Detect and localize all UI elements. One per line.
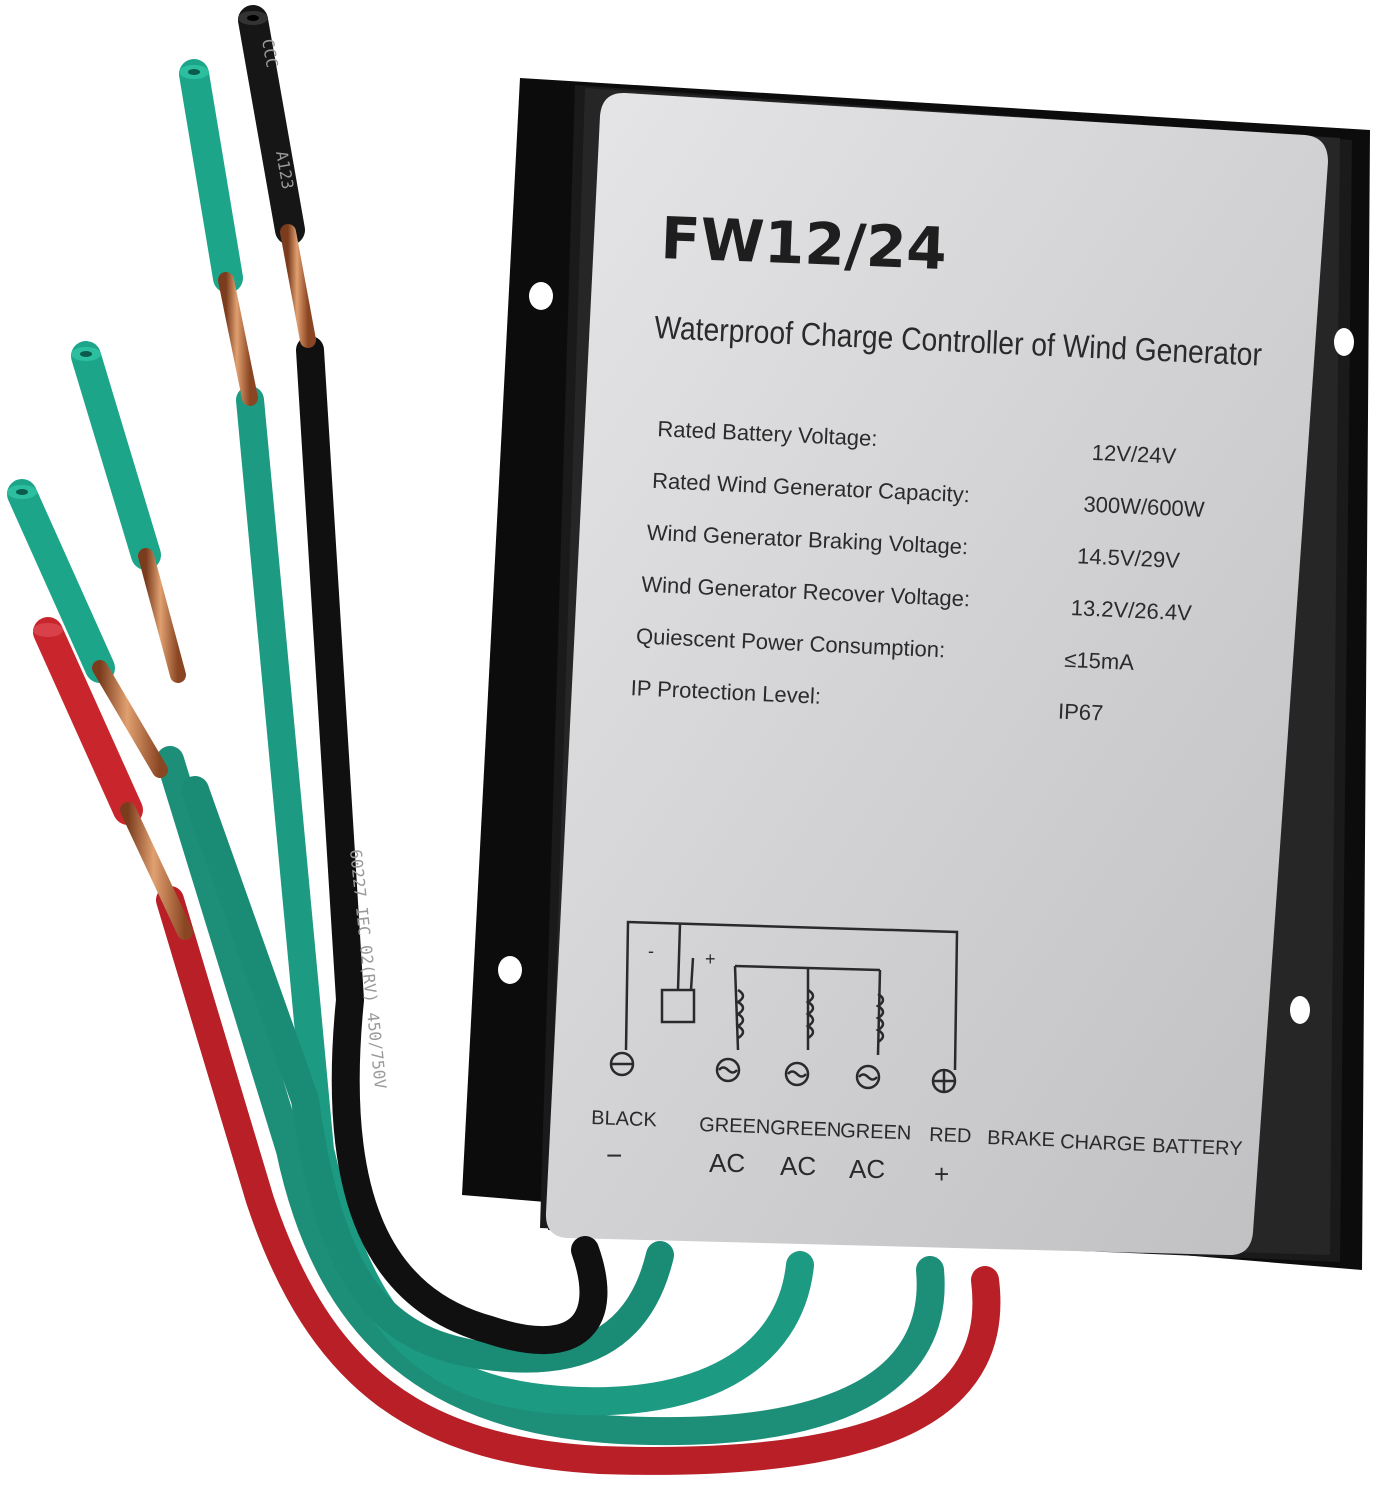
terminal-ac-symbol [784,1061,810,1087]
green-wire [156,746,945,1446]
terminal-sign: AC [780,1151,816,1181]
mounting-hole [1290,996,1310,1024]
terminal-label: BLACK [591,1107,658,1131]
terminal-label: GREEN [699,1114,771,1138]
sleeve-marking-top: CCC [258,37,282,69]
spec-value: 13.2V/26.4V [1070,595,1192,625]
terminal-ac-symbol [855,1064,881,1090]
diagram-plus-sign: + [705,949,716,969]
diagram-box [660,988,696,1024]
green-wire [181,776,674,1373]
indicator-label: BATTERY [1152,1135,1243,1160]
terminal-label: RED [929,1124,972,1147]
spec-value: 12V/24V [1091,440,1177,469]
indicator-label: BRAKE [987,1127,1056,1151]
diagram-minus-sign: - [648,941,654,961]
terminal-minus-symbol [609,1051,635,1077]
terminal-sign: − [606,1140,622,1171]
terminal-plus-symbol [931,1068,957,1094]
label-plate [545,92,1328,1256]
red-wire [156,886,1001,1475]
terminal-ac-symbol [715,1057,741,1083]
terminal-sign: + [934,1159,949,1189]
mounting-hole [529,282,553,310]
terminal-sign: AC [709,1148,745,1178]
wiring-diagram [624,920,959,1071]
terminal-labels: BLACK − GREEN AC GREEN AC GREEN AC RED +… [591,1107,1243,1189]
spec-value: ≤15mA [1064,647,1135,675]
black-wire [296,336,608,1354]
spec-value: IP67 [1058,699,1104,726]
terminal-sign: AC [849,1154,885,1184]
spec-value: 300W/600W [1083,492,1205,522]
bottom-wires [156,336,1001,1475]
terminal-label: GREEN [770,1117,842,1141]
indicator-label: CHARGE [1060,1131,1146,1156]
terminal-symbols [609,1051,957,1094]
terminal-label: GREEN [840,1120,912,1144]
spec-value: 14.5V/29V [1077,543,1181,573]
mounting-hole [1334,328,1354,356]
upper-wire-ends [7,5,316,940]
model-title: FW12/24 [659,204,948,283]
mounting-hole [498,956,522,984]
